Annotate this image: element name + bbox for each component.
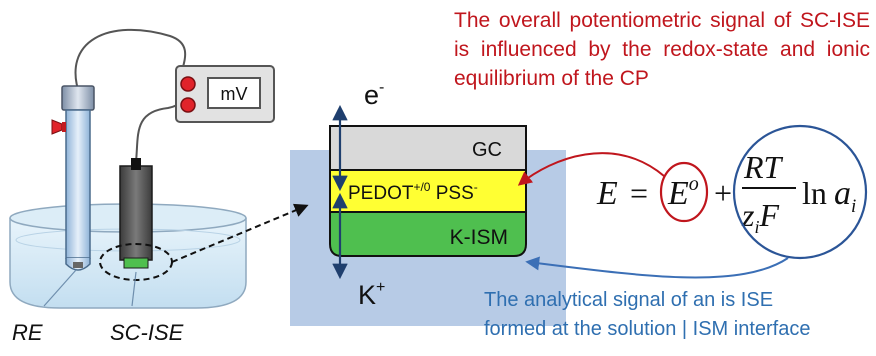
nernst-equation: E = Eo + RT ziF ln ai: [596, 149, 856, 237]
ise-pointer: [131, 271, 137, 307]
re-label: RE: [12, 320, 43, 345]
cation-label: K+: [358, 279, 385, 310]
interface-annotation-line2: formed at the solution | ISM interface: [484, 318, 811, 340]
gc-label: GC: [472, 139, 502, 161]
eq-activity: ai: [834, 175, 856, 217]
layer-stack: GC PEDOT+/0 PSS- K-ISM: [329, 125, 527, 257]
re-pointer: [43, 269, 77, 307]
ism-label: K-ISM: [450, 226, 508, 249]
eq-numerator: RT: [743, 149, 784, 185]
zoom-arrow: [171, 203, 309, 263]
electron-label: e-: [364, 79, 384, 110]
standard-potential-highlight: [659, 161, 709, 223]
eq-plus: +: [714, 175, 732, 211]
eq-ln: ln: [802, 175, 827, 211]
redox-annotation: The overall potentiometric signal of SC-…: [454, 9, 870, 90]
redox-arrow: [517, 152, 665, 186]
eq-lhs: E: [596, 175, 618, 212]
interface-annotation: The analytical signal of an is ISE forme…: [484, 286, 876, 344]
meter-terminal-top: [180, 76, 196, 92]
fill-port-icon: [51, 119, 63, 135]
interface-annotation-line1: The analytical signal of an is ISE: [484, 289, 774, 311]
meter-display: [207, 77, 261, 109]
pedot-pss-label: PEDOT+/0 PSS-: [348, 180, 478, 204]
layer-gc: [329, 125, 527, 171]
wire-ise: [134, 103, 183, 171]
meter-reading: mV: [221, 84, 248, 104]
layer-ism: [329, 211, 527, 257]
interface-arrow: [525, 256, 789, 279]
layer-pedot: [329, 169, 527, 213]
nernst-term-highlight: [732, 124, 868, 260]
eq-equals: =: [630, 175, 648, 211]
eq-denominator: ziF: [741, 197, 779, 237]
reference-electrode: [51, 85, 95, 271]
millivolt-meter: mV: [175, 65, 275, 123]
meter-terminal-bottom: [180, 97, 196, 113]
sc-ise-label: SC-ISE: [110, 320, 184, 345]
eq-standard-potential: Eo: [667, 173, 699, 212]
